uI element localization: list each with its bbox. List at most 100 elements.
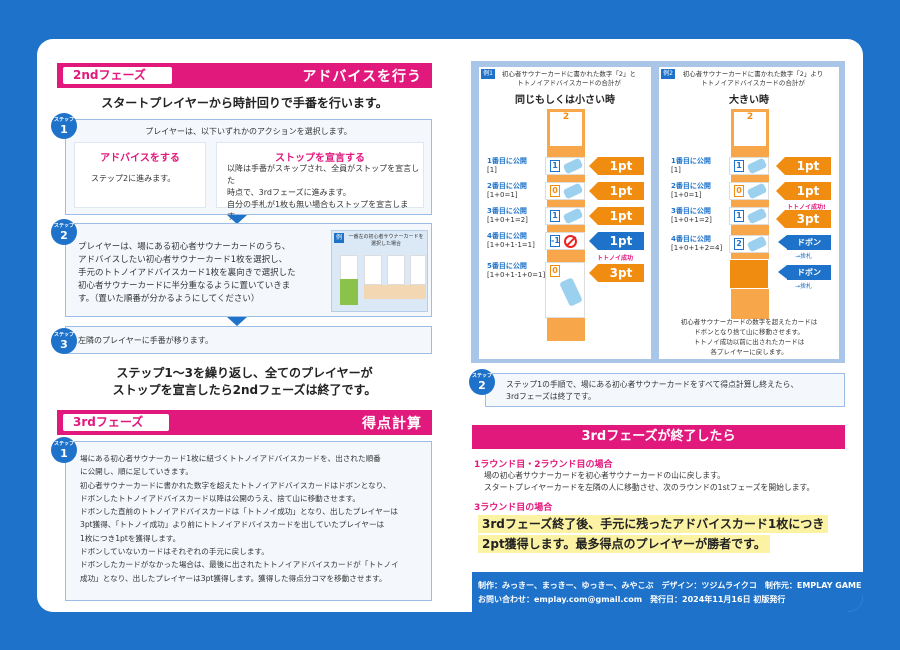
- advice-card-mini: 0: [545, 262, 585, 318]
- sauna-card-number: 2: [734, 112, 766, 146]
- discard-label: →捨札: [795, 283, 813, 290]
- phase3-step1-line: ドボンしていないカードはそれぞれの手元に戻します。: [80, 547, 269, 557]
- pt-badge: 1pt: [589, 157, 644, 175]
- option-stop-title: ストップを宣言する: [275, 153, 365, 164]
- advice-card-mini: 0: [545, 182, 585, 200]
- pt-badge: 1pt: [776, 182, 831, 200]
- bottle-icon: [746, 182, 768, 200]
- advice-card-mini: 2: [729, 235, 769, 253]
- example2-badge: 例2: [661, 69, 675, 79]
- phase2-step1-box: プレイヤーは、以下いずれかのアクションを選択します。 アドバイスをする ステップ…: [65, 119, 432, 221]
- phase3-step1-line: に公開し、順に足していきます。: [80, 467, 193, 477]
- row-sum: [1]: [487, 166, 497, 174]
- phase3-step1-line: ドボンしたトトノイアドバイスカード以降は公開のうえ、捨て山に移動させます。: [80, 493, 360, 503]
- credits-footer: 制作：みっきー、まっきー、ゆっきー、みやこぶ デザイン：ツジムライクコ 制作元：…: [472, 572, 863, 612]
- note-line: 各プレイヤーに戻します。: [710, 348, 788, 356]
- row-sum: [1+0+1-1+0=1]: [487, 271, 546, 279]
- step2-line: プレイヤーは、場にある初心者サウナーカードのうち、: [78, 242, 291, 252]
- round3-callout-line1: 3rdフェーズ終了後、手元に残ったアドバイスカード1枚につき: [478, 515, 829, 533]
- sauna-card: [387, 255, 405, 285]
- phase2-step3-box: 左隣のプレイヤーに手番が移ります。: [65, 326, 432, 354]
- advice-card-mini: 1: [545, 157, 585, 175]
- row-label: 3番目に公開: [487, 207, 527, 215]
- example1-row: 5番目に公開[1+0+1-1+0=1]: [487, 262, 545, 280]
- badge-label: ステップ: [471, 373, 492, 379]
- badge-number: 2: [478, 379, 486, 392]
- example2-title: 大きい時: [729, 95, 769, 106]
- example1: 例1 初心者サウナーカードに書かれた数字「2」と トトノイアドバイスカードの合計…: [479, 67, 651, 359]
- round3-callout-line2: 2pt獲得します。最多得点のプレイヤーが勝者です。: [478, 535, 770, 553]
- phase3-step1-line: ドボンしたカードがなかった場合は、最後に出されたトトノイアドバイスカードが「トト…: [80, 560, 399, 570]
- example1-row: 2番目に公開[1+0=1]: [487, 182, 527, 200]
- dobon-badge: ドボン: [778, 235, 831, 250]
- row-sum: [1+0+1+2=4]: [671, 244, 723, 252]
- badge-number: 1: [60, 123, 68, 136]
- credits-line: 制作：みっきー、まっきー、ゆっきー、みやこぶ デザイン：ツジムライクコ 制作元：…: [478, 581, 862, 590]
- phase3-step1-text: 場にある初心者サウナーカード1枚に紐づくトトノイアドバイスカードを、出された順番…: [80, 452, 430, 585]
- phase3-step1-line: 3pt獲得、「トトノイ成功」より前にトトノイアドバイスカードを出していたプレイヤ…: [80, 520, 385, 530]
- bottle-icon: [746, 235, 768, 253]
- sauna-card-number: 2: [550, 112, 582, 146]
- badge-label: ステップ: [53, 441, 74, 447]
- bottle-icon: [562, 157, 584, 175]
- phase3-step2-line: 3rdフェーズは終了です。: [506, 392, 596, 401]
- step2-line: アドバイスしたい初心者サウナーカード1枚を選択し、: [78, 255, 288, 265]
- bottle-icon: [562, 182, 584, 200]
- round12-line: 場の初心者サウナーカードを初心者サウナーカードの山に戻します。: [484, 471, 725, 480]
- advice-card-mini: 0: [729, 182, 769, 200]
- bottle-icon: [746, 157, 768, 175]
- step2-line: 手元のトトノイアドバイスカード1枚を裏向きで選択した: [78, 268, 296, 278]
- example2-notes: 初心者サウナーカードの数字を超えたカードは ドボンとなり捨て山に移動させます。 …: [659, 317, 839, 357]
- option-advice: アドバイスをする ステップ2に進みます。: [74, 142, 206, 208]
- advice-card-mini: 1: [729, 157, 769, 175]
- sauna-card: [410, 255, 426, 285]
- note-line: ドボンとなり捨て山に移動させます。: [694, 328, 804, 336]
- example1-head-line: トトノイアドバイスカードの合計が: [517, 79, 621, 87]
- arrow-down-icon: [227, 317, 247, 326]
- mini-num: 0: [550, 265, 560, 277]
- example1-head-line: 初心者サウナーカードに書かれた数字「2」と: [501, 70, 637, 78]
- note-line: トトノイ成功以前に出されたカードは: [693, 338, 805, 346]
- example1-badge: 例1: [481, 69, 495, 79]
- option-advice-title: アドバイスをする: [100, 153, 180, 164]
- example1-head: 初心者サウナーカードに書かれた数字「2」と トトノイアドバイスカードの合計が: [489, 70, 649, 88]
- tonoi-label: トトノイ成功: [597, 255, 634, 262]
- round12-line: スタートプレイヤーカードを左隣の人に移動させ、次のラウンドの1stフェーズを開始…: [484, 483, 815, 492]
- discard-label: →捨札: [795, 253, 813, 260]
- step2-line: す。（置いた順番が分かるようにしてください）: [78, 294, 260, 304]
- tonoi-label: トトノイ成功!: [787, 204, 826, 211]
- phase3-step2-text: ステップ1の手順で、場にある初心者サウナーカードをすべて得点計算し終えたら、 3…: [506, 379, 798, 403]
- badge-label: ステップ: [53, 332, 74, 338]
- example-title: 一番左の初心者サウナーカードを 選択した場合: [344, 234, 428, 248]
- step1-intro: プレイヤーは、以下いずれかのアクションを選択します。: [145, 127, 352, 136]
- example2-row: 3番目に公開[1+0+1=2]: [671, 207, 712, 225]
- row-sum: [1+0+1=2]: [671, 216, 712, 224]
- step2-text: プレイヤーは、場にある初心者サウナーカードのうち、 アドバイスしたい初心者サウナ…: [78, 241, 318, 306]
- sauna-card: [364, 255, 382, 285]
- option-stop-line: 自分の手札が1枚も無い場合もストップを宣言します。: [227, 200, 409, 221]
- phase3-step2-box: ステップ1の手順で、場にある初心者サウナーカードをすべて得点計算し終えたら、 3…: [485, 373, 845, 407]
- row-label: 3番目に公開: [671, 207, 711, 215]
- option-stop-line: 時点で、3rdフェーズに進みます。: [227, 188, 351, 197]
- pt-badge: 1pt: [589, 182, 644, 200]
- badge-number: 3: [60, 338, 68, 351]
- option-stop-text: 以降は手番がスキップされ、全員がストップを宣言した 時点で、3rdフェーズに進み…: [227, 163, 422, 223]
- after-phase3-header: 3rdフェーズが終了したら: [472, 425, 845, 449]
- example1-row: 1番目に公開[1]: [487, 157, 527, 175]
- phase2-end: ステップ1〜3を繰り返し、全てのプレイヤーが ストップを宣言したら2ndフェーズ…: [57, 365, 432, 399]
- round12-text: 場の初心者サウナーカードを初心者サウナーカードの山に戻します。 スタートプレイヤ…: [484, 470, 814, 494]
- phase2-end-line: ステップ1〜3を繰り返し、全てのプレイヤーが: [116, 366, 373, 380]
- advice-card-mini: 1: [545, 207, 585, 225]
- step3-text: 左隣のプレイヤーに手番が移ります。: [78, 336, 213, 345]
- advice-card-back: [729, 259, 769, 289]
- step2-example: 例 一番左の初心者サウナーカードを 選択した場合: [331, 230, 428, 312]
- option-stop: ストップを宣言する 以降は手番がスキップされ、全員がストップを宣言した 時点で、…: [216, 142, 424, 221]
- row-label: 5番目に公開: [487, 262, 527, 270]
- no-entry-icon: [564, 235, 577, 248]
- mini-num: 1: [734, 210, 744, 222]
